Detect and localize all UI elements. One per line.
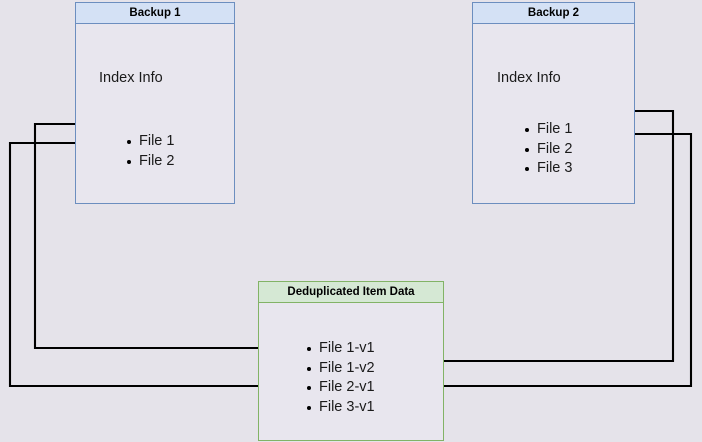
list-item: File 2-v1 xyxy=(307,378,375,398)
list-item: File 1-v1 xyxy=(307,339,375,359)
node-deduplicated-item-data-header: Deduplicated Item Data xyxy=(259,282,443,303)
list-item: File 1 xyxy=(525,120,572,140)
list-item: File 3-v1 xyxy=(307,398,375,418)
node-deduplicated-item-data[interactable]: Deduplicated Item Data File 1-v1 File 1-… xyxy=(258,281,444,441)
node-deduplicated-item-data-body: File 1-v1 File 1-v2 File 2-v1 File 3-v1 xyxy=(259,303,443,441)
node-backup-2-file-list: File 1 File 2 File 3 xyxy=(525,120,572,179)
list-item: File 2 xyxy=(127,152,174,172)
node-backup-2[interactable]: Backup 2 Index Info File 1 File 2 File 3 xyxy=(472,2,635,204)
node-backup-1[interactable]: Backup 1 Index Info File 1 File 2 xyxy=(75,2,235,204)
node-backup-1-index-info-label: Index Info xyxy=(99,70,163,86)
list-item: File 1-v2 xyxy=(307,359,375,379)
node-backup-1-body: Index Info File 1 File 2 xyxy=(76,24,234,204)
node-backup-2-header: Backup 2 xyxy=(473,3,634,24)
node-deduplicated-item-data-file-list: File 1-v1 File 1-v2 File 2-v1 File 3-v1 xyxy=(307,339,375,417)
list-item: File 2 xyxy=(525,140,572,160)
node-backup-2-index-info-label: Index Info xyxy=(497,70,561,86)
node-backup-2-body: Index Info File 1 File 2 File 3 xyxy=(473,24,634,204)
node-backup-1-file-list: File 1 File 2 xyxy=(127,132,174,171)
node-backup-1-header: Backup 1 xyxy=(76,3,234,24)
list-item: File 1 xyxy=(127,132,174,152)
list-item: File 3 xyxy=(525,159,572,179)
